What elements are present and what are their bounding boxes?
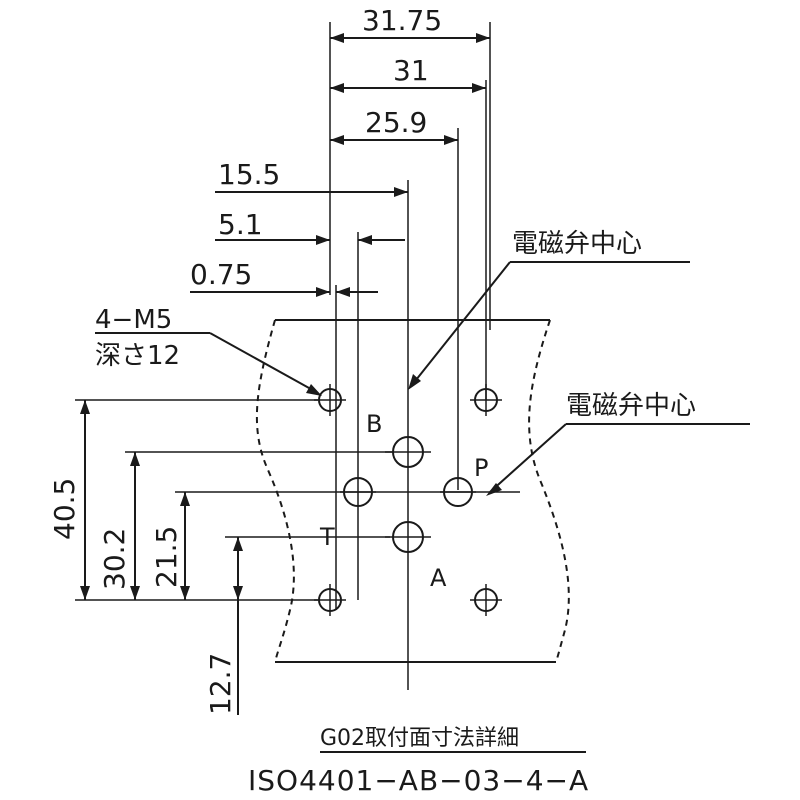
dim-31: 31 bbox=[393, 54, 429, 87]
dim-15-5: 15.5 bbox=[218, 158, 280, 191]
caption-title: G02取付面寸法詳細 bbox=[320, 726, 519, 751]
port-hole-a bbox=[385, 521, 431, 553]
screw-hole-top-left bbox=[314, 384, 346, 416]
caption-standard: ISO4401−AB−03−4−A bbox=[248, 764, 589, 797]
port-label-b: B bbox=[366, 410, 382, 438]
solenoid-center-label-1: 電磁弁中心 bbox=[512, 229, 642, 259]
horizontal-dimension-labels: 31.75 31 25.9 15.5 5.1 0.75 bbox=[190, 4, 442, 291]
port-label-t: T bbox=[319, 523, 335, 551]
solenoid-center-label-2: 電磁弁中心 bbox=[566, 391, 696, 421]
dim-25-9: 25.9 bbox=[365, 106, 427, 139]
port-hole-t-left bbox=[340, 477, 376, 507]
dim-21-5: 21.5 bbox=[150, 526, 183, 588]
dim-30-2: 30.2 bbox=[98, 528, 131, 590]
dim-31-75: 31.75 bbox=[362, 4, 442, 37]
screw-hole-bottom-left bbox=[314, 584, 346, 616]
screw-hole-bottom-right bbox=[470, 584, 502, 616]
port-hole-b bbox=[385, 436, 431, 468]
dim-0-75: 0.75 bbox=[190, 258, 252, 291]
mounting-surface-outline bbox=[255, 319, 570, 663]
dim-5-1: 5.1 bbox=[218, 208, 263, 241]
port-label-a: A bbox=[430, 564, 447, 592]
horizontal-dimension-lines bbox=[190, 22, 491, 690]
thread-spec-label: 4−M5 bbox=[95, 305, 172, 335]
dim-40-5: 40.5 bbox=[48, 478, 81, 540]
port-hole-p bbox=[440, 477, 476, 507]
screw-hole-top-right bbox=[470, 384, 502, 416]
vertical-dimension-lines bbox=[75, 399, 520, 715]
mounting-holes bbox=[314, 384, 502, 616]
port-label-p: P bbox=[474, 454, 488, 482]
callouts: 電磁弁中心 電磁弁中心 4−M5 深さ12 bbox=[95, 229, 750, 496]
thread-depth-label: 深さ12 bbox=[95, 341, 180, 371]
vertical-dimension-labels: 40.5 30.2 21.5 12.7 bbox=[48, 478, 237, 715]
port-labels: B P T A bbox=[319, 410, 488, 592]
caption: G02取付面寸法詳細 ISO4401−AB−03−4−A bbox=[248, 726, 589, 797]
dim-12-7: 12.7 bbox=[204, 653, 237, 715]
